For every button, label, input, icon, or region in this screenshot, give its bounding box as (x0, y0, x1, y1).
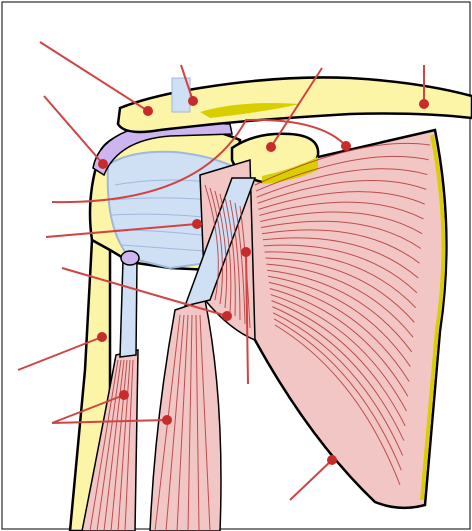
dot-6 (341, 141, 351, 151)
dot-11 (119, 390, 129, 400)
dot-1 (143, 106, 153, 116)
tendon-origin (121, 251, 139, 265)
dot-12 (162, 415, 172, 425)
dot-9 (97, 332, 107, 342)
long-head-tendon (120, 260, 137, 357)
dot-10 (241, 247, 251, 257)
dot-13 (327, 455, 337, 465)
dot-4 (266, 142, 276, 152)
dot-8 (222, 311, 232, 321)
dot-3 (419, 99, 429, 109)
dot-7 (192, 219, 202, 229)
dot-5 (98, 159, 108, 169)
dot-2 (188, 96, 198, 106)
